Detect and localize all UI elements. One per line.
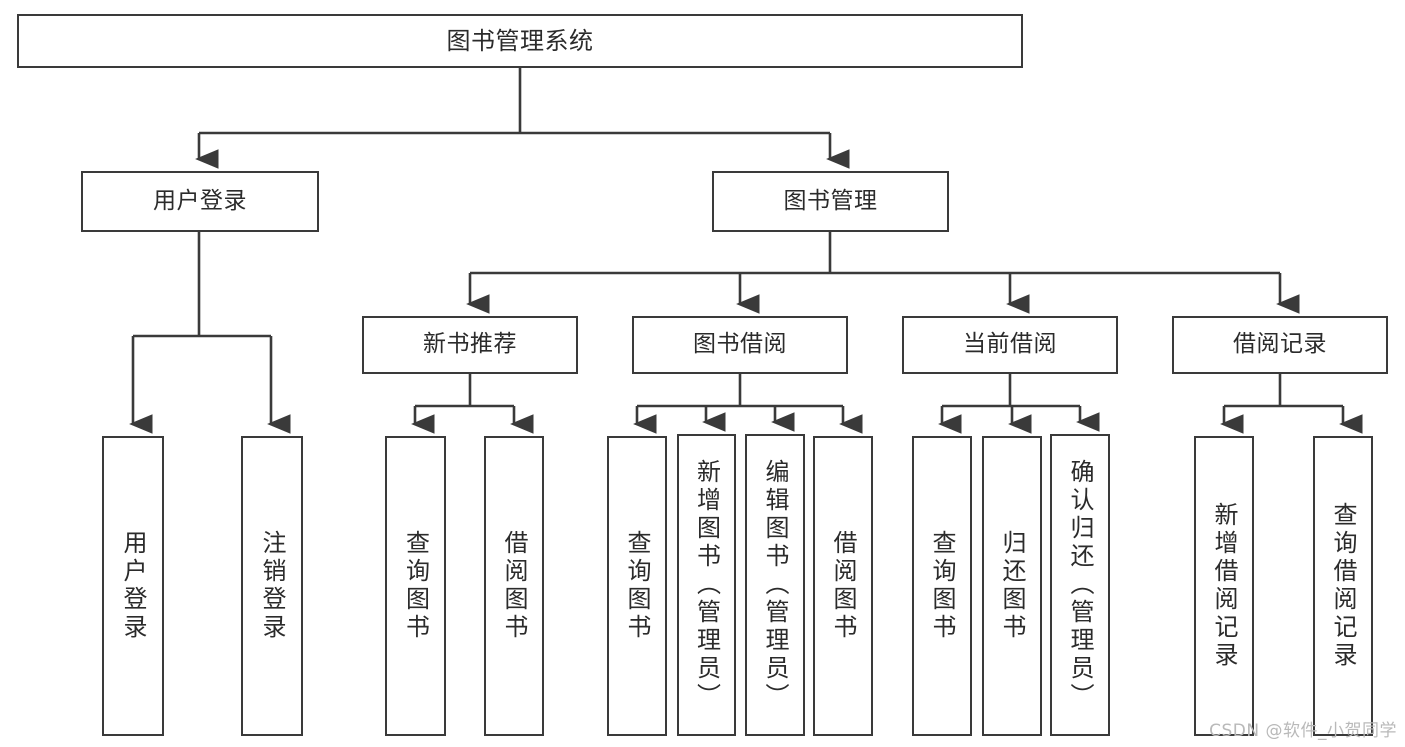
node-level3-book-borrow[interactable]: 图书借阅 (632, 316, 848, 374)
node-leaf-borrow-book[interactable]: 借阅图书 (813, 436, 873, 736)
node-label: 注销登录 (258, 530, 286, 642)
node-leaf-query-borrow-record[interactable]: 查询借阅记录 (1313, 436, 1373, 736)
node-level3-new-book-recommend[interactable]: 新书推荐 (362, 316, 578, 374)
watermark: CSDN @软件_小贺同学 (1209, 721, 1397, 741)
node-level3-borrow-record[interactable]: 借阅记录 (1172, 316, 1388, 374)
node-label: 新增借阅记录 (1210, 502, 1238, 670)
node-leaf-confirm-return-admin[interactable]: 确认归还（管理员） (1050, 434, 1110, 736)
node-leaf-query-book-rec[interactable]: 查询图书 (385, 436, 446, 736)
node-label: 借阅图书 (829, 530, 857, 642)
node-label: 借阅记录 (1233, 331, 1327, 358)
node-label: 查询图书 (623, 530, 651, 642)
node-leaf-return-book[interactable]: 归还图书 (982, 436, 1042, 736)
node-leaf-user-login[interactable]: 用户登录 (102, 436, 164, 736)
node-leaf-add-book-admin[interactable]: 新增图书（管理员） (677, 434, 736, 736)
node-label: 图书管理系统 (446, 26, 594, 55)
node-leaf-edit-book-admin[interactable]: 编辑图书（管理员） (745, 434, 805, 736)
node-root[interactable]: 图书管理系统 (17, 14, 1023, 68)
node-leaf-add-borrow-record[interactable]: 新增借阅记录 (1194, 436, 1254, 736)
node-level2-user-login[interactable]: 用户登录 (81, 171, 319, 232)
node-level3-current-borrow[interactable]: 当前借阅 (902, 316, 1118, 374)
node-label: 查询图书 (401, 530, 430, 642)
node-label: 查询借阅记录 (1329, 502, 1357, 670)
node-label: 查询图书 (928, 530, 956, 642)
node-level2-book-management[interactable]: 图书管理 (712, 171, 949, 232)
node-label: 新增图书（管理员） (692, 459, 721, 711)
node-label: 编辑图书（管理员） (761, 459, 789, 711)
node-label: 用户登录 (153, 187, 247, 214)
node-label: 新书推荐 (423, 331, 517, 358)
node-leaf-query-book-borrow[interactable]: 查询图书 (607, 436, 667, 736)
node-label: 确认归还（管理员） (1066, 459, 1094, 711)
node-label: 借阅图书 (500, 530, 528, 642)
node-label: 图书借阅 (693, 331, 787, 358)
node-leaf-borrow-book-rec[interactable]: 借阅图书 (484, 436, 544, 736)
node-leaf-query-book-current[interactable]: 查询图书 (912, 436, 972, 736)
node-label: 用户登录 (119, 530, 147, 642)
node-label: 当前借阅 (963, 331, 1057, 358)
node-leaf-logout[interactable]: 注销登录 (241, 436, 303, 736)
node-label: 图书管理 (783, 187, 878, 214)
node-label: 归还图书 (998, 530, 1026, 642)
